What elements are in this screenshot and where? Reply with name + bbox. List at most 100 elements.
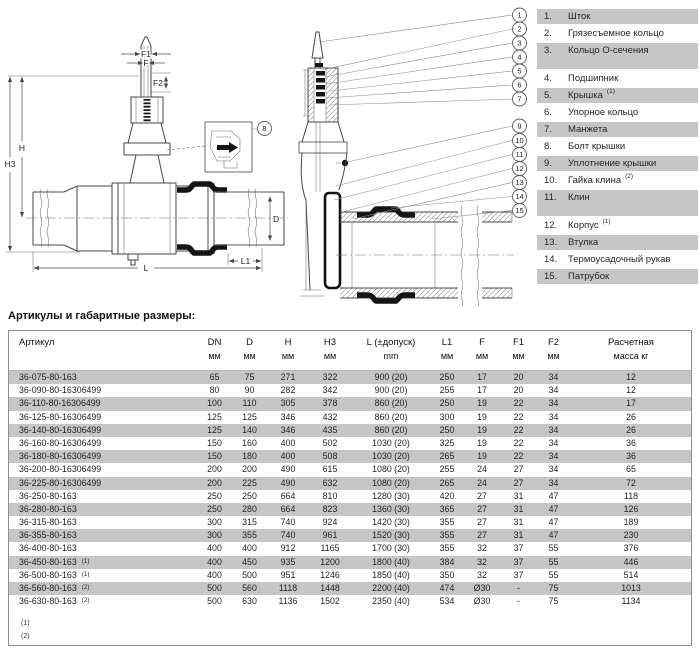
- callout-leader-line: [321, 28, 513, 71]
- table-cell: 230: [623, 530, 639, 541]
- part-label: Патрубок: [568, 271, 610, 282]
- table-cell: 1448: [320, 583, 340, 593]
- table-cell: 150: [207, 451, 222, 462]
- callout-number: 6: [517, 81, 521, 90]
- table-cell: 65: [626, 464, 636, 475]
- table-cell: 935: [280, 556, 296, 567]
- column-unit: mm: [383, 351, 399, 361]
- table-cell: 110: [242, 398, 257, 409]
- table-cell: 22: [513, 411, 524, 422]
- table-cell: 72: [626, 477, 636, 488]
- column-label: L (±допуск): [366, 337, 416, 348]
- table-cell: 27: [477, 503, 487, 514]
- table-cell: 1700 (30): [372, 543, 410, 554]
- table-cell: 26: [626, 411, 636, 422]
- row-footnote-marker: (2): [81, 597, 90, 605]
- table-cell: 27: [513, 464, 524, 475]
- table-cell: 420: [439, 490, 455, 501]
- callout-leader-line: [328, 98, 513, 106]
- callout-circle: [512, 203, 527, 218]
- dim-label-f1: F1: [141, 49, 151, 59]
- table-cell: 125: [242, 411, 257, 422]
- column-unit: мм: [243, 351, 256, 361]
- table-cell: 80: [209, 385, 220, 396]
- article-number: 36-355-80-163: [19, 530, 77, 541]
- table-cell: 27: [477, 530, 487, 541]
- part-number: 5.: [544, 90, 552, 101]
- part-label: Крышка: [568, 90, 603, 101]
- table-cell: 19: [477, 437, 487, 448]
- article-number: 36-630-80-163: [19, 596, 77, 607]
- table-cell: 34: [548, 398, 559, 409]
- article-number: 36-140-80-16306499: [19, 424, 102, 435]
- table-cell: 34: [548, 451, 559, 462]
- part-number: 6.: [544, 107, 552, 118]
- article-cell: 36-250-80-163: [9, 490, 197, 503]
- table-cell: 435: [322, 424, 338, 435]
- table-cell: 1520 (30): [372, 530, 410, 541]
- row-footnote-marker: (2): [81, 584, 90, 591]
- parts-list-item: 10.Гайка клина(2): [537, 173, 698, 188]
- article-cell: 36-280-80-163: [9, 503, 197, 516]
- callout-leader-line: [326, 84, 513, 99]
- part-footnote-marker: (1): [606, 88, 615, 95]
- parts-list-item: 9.Уплотнение крышки: [537, 156, 698, 171]
- column-label: H3: [323, 337, 337, 348]
- table-cell: 1030 (20): [372, 437, 410, 448]
- table-cell: 31: [513, 490, 524, 501]
- column-unit: мм: [440, 351, 454, 361]
- parts-list-item: 13.Втулка: [537, 235, 698, 250]
- callout-number: 10: [515, 136, 523, 145]
- column-unit: мм: [547, 351, 560, 361]
- dim-label-f2: F2: [153, 78, 163, 88]
- column-label: L1: [441, 337, 453, 348]
- callout-leader-line: [333, 154, 513, 201]
- table-cell: 150: [207, 437, 222, 448]
- table-footnotes: (1)(2): [9, 617, 691, 643]
- table-cell: Ø30: [473, 583, 491, 593]
- table-cell: 924: [322, 517, 338, 528]
- table-cell: 250: [439, 424, 455, 435]
- table-cell: 47: [548, 503, 559, 514]
- table-cell: 1800 (40): [372, 556, 410, 567]
- column-label: DN: [207, 337, 222, 348]
- table-cell: 17: [477, 385, 487, 396]
- part-number: 15.: [544, 271, 558, 282]
- table-cell: 305: [280, 398, 296, 409]
- table-cell: 250: [207, 503, 222, 514]
- table-cell: 355: [439, 530, 455, 541]
- parts-list-item: 8.Болт крышки: [537, 139, 698, 154]
- article-number: 36-075-80-163: [19, 372, 77, 382]
- table-cell: 180: [242, 451, 257, 462]
- callout-number: 3: [517, 39, 521, 48]
- callout-leader-line: [329, 70, 513, 92]
- heat-shrink-sleeve: [357, 292, 415, 304]
- footnote: (1): [21, 620, 30, 628]
- column-unit: масса кг: [613, 351, 649, 361]
- wedge-gate: [323, 191, 342, 290]
- part-number: 4.: [544, 73, 552, 84]
- parts-list-item: 1.Шток: [537, 9, 698, 24]
- column-label: Артикул: [19, 337, 55, 348]
- callout-number: 4: [517, 53, 521, 62]
- table-cell: 27: [513, 477, 524, 488]
- table-cell: 432: [322, 411, 338, 422]
- callout-number: 15: [515, 206, 523, 215]
- article-number: 36-180-80-16306499: [19, 451, 102, 462]
- table-cell: 900 (20): [374, 385, 408, 396]
- part-label: Гайка клина: [568, 175, 622, 186]
- table-cell: 31: [513, 503, 524, 514]
- article-cell: 36-140-80-16306499: [9, 424, 197, 437]
- article-number: 36-225-80-16306499: [19, 477, 102, 488]
- table-cell: 810: [322, 490, 338, 501]
- table-cell: 365: [439, 503, 455, 514]
